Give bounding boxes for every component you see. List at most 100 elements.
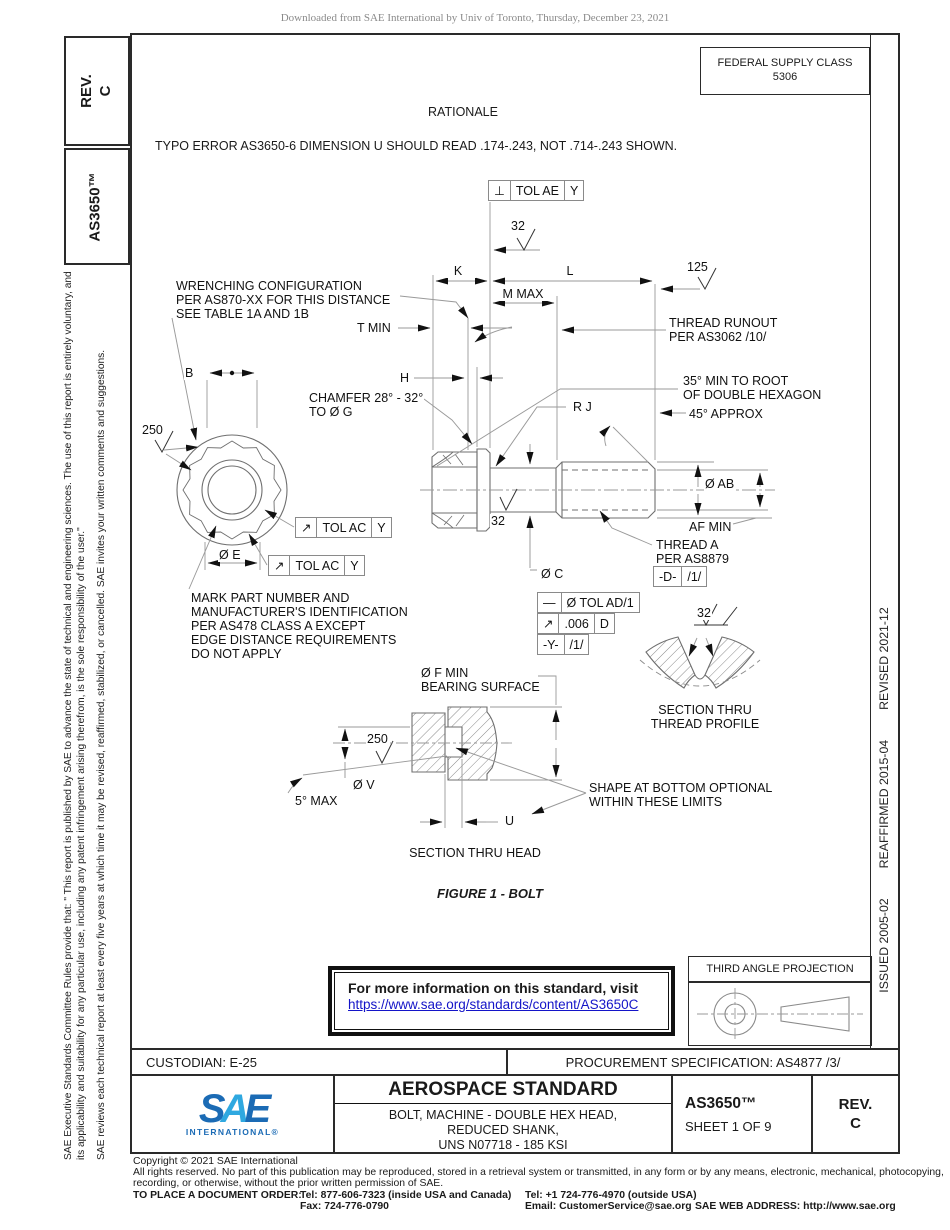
fcf-perpendicularity-ae: ⊥ TOL AE Y bbox=[488, 180, 585, 201]
fcf-ac2-datum: Y bbox=[345, 555, 365, 576]
caption-section-thread-2: THREAD PROFILE bbox=[630, 717, 780, 731]
more-info-text: For more information on this standard, v… bbox=[348, 980, 639, 996]
more-info-box: For more information on this standard, v… bbox=[328, 966, 675, 1036]
fcf-ac1-tolerance: TOL AC bbox=[317, 517, 373, 538]
finish-32-bearing: 32 bbox=[490, 514, 506, 528]
dim-label-k: K bbox=[440, 264, 476, 278]
dim-label-l: L bbox=[552, 264, 588, 278]
document-type-heading: AEROSPACE STANDARD bbox=[335, 1076, 671, 1104]
straightness-icon: — bbox=[537, 592, 562, 613]
dim-label-5-max: 5° MAX bbox=[294, 794, 339, 808]
frame-right-divider bbox=[870, 33, 871, 1048]
sae-logo-subtext: INTERNATIONAL® bbox=[185, 1127, 280, 1137]
runout-icon: ↗ bbox=[295, 517, 318, 538]
revision-cell: REV. C bbox=[813, 1076, 898, 1152]
dim-label-dia-ab: Ø AB bbox=[704, 477, 736, 491]
fcf-runout-006: ↗ .006 D bbox=[537, 613, 615, 634]
fcf-ae-datum: Y bbox=[564, 180, 585, 201]
finish-32-thread: 32 bbox=[696, 606, 712, 620]
legal-paragraph-2: SAE reviews each technical report at lea… bbox=[96, 349, 107, 1160]
figure-caption: FIGURE 1 - BOLT bbox=[437, 886, 543, 901]
dim-label-dia-f-1: Ø F MIN bbox=[420, 666, 470, 680]
doc-number-cell: AS3650™ SHEET 1 OF 9 bbox=[673, 1076, 813, 1152]
datum-d-modifier: /1/ bbox=[682, 566, 708, 587]
perpendicularity-icon: ⊥ bbox=[488, 180, 511, 201]
more-info-inner: For more information on this standard, v… bbox=[334, 972, 669, 1030]
email-address: Email: CustomerService@sae.org bbox=[525, 1201, 692, 1212]
caption-section-thread-1: SECTION THRU bbox=[630, 703, 780, 717]
copyright-line: Copyright © 2021 SAE International bbox=[133, 1156, 298, 1167]
dim-label-h: H bbox=[399, 371, 411, 385]
fcf-ad-tolerance: Ø TOL AD/1 bbox=[561, 592, 640, 613]
third-angle-projection-icon bbox=[697, 988, 863, 1040]
runout-icon: ↗ bbox=[537, 613, 560, 634]
document-title: BOLT, MACHINE - DOUBLE HEX HEAD, REDUCED… bbox=[335, 1104, 671, 1153]
note-hex35-1: 35° MIN TO ROOT bbox=[682, 374, 790, 388]
fcf-ae-tolerance: TOL AE bbox=[510, 180, 565, 201]
federal-supply-class-box: FEDERAL SUPPLY CLASS 5306 bbox=[700, 47, 870, 95]
rev-box-label: REV. C bbox=[77, 38, 117, 144]
sae-logo-text: SAE bbox=[199, 1089, 271, 1129]
dim-label-t-min: T MIN bbox=[356, 321, 392, 335]
title-cell: AEROSPACE STANDARD BOLT, MACHINE - DOUBL… bbox=[335, 1076, 673, 1152]
rev-box: REV. C bbox=[64, 36, 130, 146]
projection-label: THIRD ANGLE PROJECTION bbox=[689, 957, 871, 983]
fsc-label: FEDERAL SUPPLY CLASS bbox=[717, 57, 853, 69]
custodian-cell: CUSTODIAN: E-25 bbox=[132, 1050, 508, 1074]
rationale-body: TYPO ERROR AS3650-6 DIMENSION U SHOULD R… bbox=[155, 139, 678, 153]
datum-d: -D- bbox=[653, 566, 683, 587]
rev-value: C bbox=[97, 85, 114, 97]
datum-y-frame: -Y- /1/ bbox=[537, 634, 590, 655]
dim-label-rj: R J bbox=[572, 400, 593, 414]
note-thread-runout-2: PER AS3062 /10/ bbox=[668, 330, 768, 344]
caption-section-head: SECTION THRU HEAD bbox=[370, 846, 580, 860]
sae-logo: SAE INTERNATIONAL® bbox=[132, 1076, 335, 1152]
note-thread-a-1: THREAD A bbox=[655, 538, 720, 552]
note-mark-2: MANUFACTURER'S IDENTIFICATION bbox=[190, 605, 409, 619]
note-mark-4: EDGE DISTANCE REQUIREMENTS bbox=[190, 633, 398, 647]
tel-outside-usa: Tel: +1 724-776-4970 (outside USA) bbox=[525, 1190, 697, 1201]
fcf-straightness-ad: — Ø TOL AD/1 bbox=[537, 592, 640, 613]
dim-label-af-min: AF MIN bbox=[688, 520, 733, 534]
standard-link[interactable]: https://www.sae.org/standards/content/AS… bbox=[348, 997, 639, 1012]
note-hex35-2: OF DOUBLE HEXAGON bbox=[682, 388, 823, 402]
sidebar-legal-text: SAE Executive Standards Committee Rules … bbox=[62, 270, 128, 1160]
legal-paragraph-1: SAE Executive Standards Committee Rules … bbox=[63, 271, 87, 1160]
dim-label-m-max: M MAX bbox=[491, 287, 555, 301]
sae-logo-a: A bbox=[220, 1087, 250, 1131]
fcf-ac2-tolerance: TOL AC bbox=[290, 555, 346, 576]
fcf-006-value: .006 bbox=[559, 613, 595, 634]
doc-number-box: AS3650™ bbox=[64, 148, 130, 265]
fcf-runout-ac-1: ↗ TOL AC Y bbox=[295, 517, 392, 538]
note-mark-3: PER AS478 CLASS A EXCEPT bbox=[190, 619, 367, 633]
dim-label-45-approx: 45° APPROX bbox=[688, 407, 764, 421]
note-thread-runout-1: THREAD RUNOUT bbox=[668, 316, 779, 330]
dim-label-u: U bbox=[504, 814, 516, 828]
copyright-block: Copyright © 2021 SAE International All r… bbox=[133, 1156, 944, 1218]
tel-inside-usa: Tel: 877-606-7323 (inside USA and Canada… bbox=[300, 1190, 512, 1201]
rights-line-1: All rights reserved. No part of this pub… bbox=[133, 1167, 944, 1178]
doc-number-vertical: AS3650™ bbox=[86, 172, 104, 242]
fcf-006-datum: D bbox=[594, 613, 615, 634]
revision-value: C bbox=[850, 1115, 861, 1132]
custodian-row: CUSTODIAN: E-25 PROCUREMENT SPECIFICATIO… bbox=[130, 1048, 900, 1076]
dim-label-dia-v: Ø V bbox=[352, 778, 376, 792]
rights-line-2: recording, or otherwise, without the pri… bbox=[133, 1178, 444, 1189]
note-mark-5: DO NOT APPLY bbox=[190, 647, 283, 661]
web-address: SAE WEB ADDRESS: http://www.sae.org bbox=[695, 1201, 896, 1212]
fsc-code: 5306 bbox=[772, 71, 798, 83]
sae-logo-e: E bbox=[244, 1087, 271, 1131]
finish-250-end-view: 250 bbox=[141, 423, 164, 437]
dim-label-dia-f-2: BEARING SURFACE bbox=[420, 680, 541, 694]
finish-125: 125 bbox=[686, 260, 709, 274]
third-angle-projection-box: THIRD ANGLE PROJECTION bbox=[688, 956, 872, 1046]
dim-label-dia-e: Ø E bbox=[218, 548, 242, 562]
sae-logo-s: S bbox=[198, 1087, 226, 1131]
title-block: SAE INTERNATIONAL® AEROSPACE STANDARD BO… bbox=[130, 1074, 900, 1154]
fcf-ac1-datum: Y bbox=[372, 517, 392, 538]
title-line-3: UNS N07718 - 185 KSI bbox=[438, 1138, 568, 1152]
runout-icon: ↗ bbox=[268, 555, 291, 576]
note-shape-1: SHAPE AT BOTTOM OPTIONAL bbox=[588, 781, 774, 795]
dim-label-b: B bbox=[184, 366, 195, 380]
dim-label-dia-c: Ø C bbox=[540, 567, 565, 581]
